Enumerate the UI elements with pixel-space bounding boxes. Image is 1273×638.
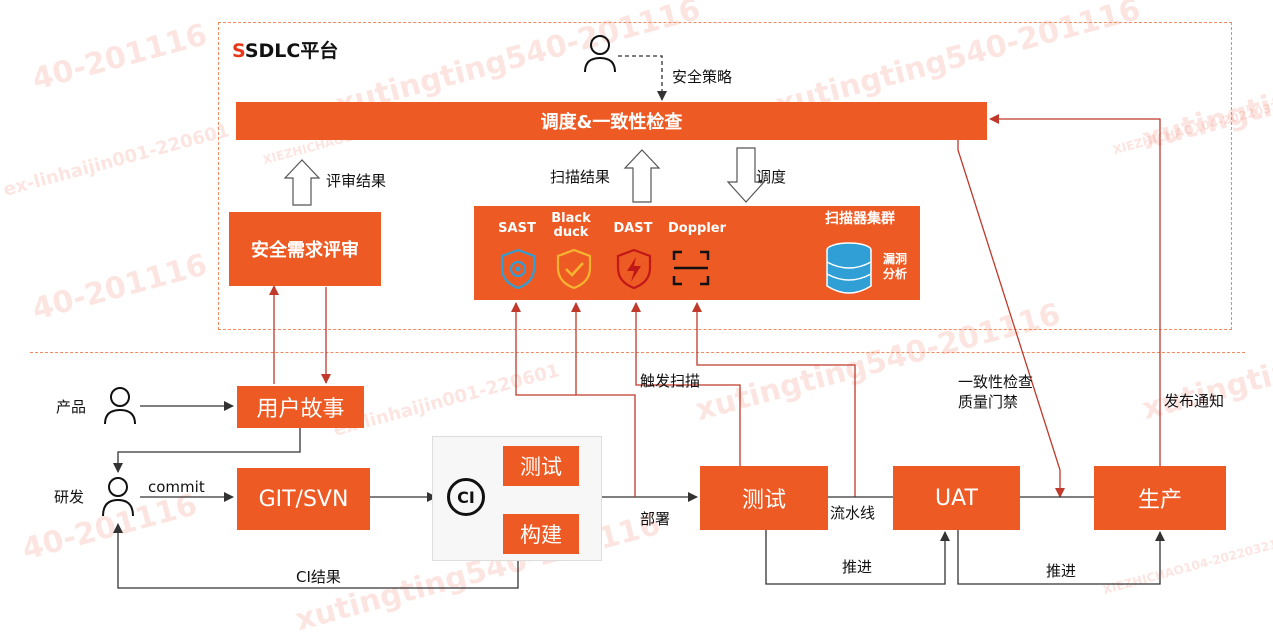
cluster-label: 扫描器集群 — [825, 211, 895, 227]
trigger-scan-label: 触发扫描 — [640, 372, 701, 390]
section-divider — [30, 352, 1245, 353]
push-label-1: 推进 — [842, 558, 873, 576]
ci-test-box[interactable]: 测试 — [503, 446, 579, 486]
stage-prod[interactable]: 生产 — [1094, 466, 1226, 530]
platform-title: SSDLC平台 — [232, 40, 339, 62]
tool-doppler[interactable]: Doppler — [667, 221, 727, 236]
product-label: 产品 — [56, 398, 87, 416]
dev-label: 研发 — [54, 488, 85, 506]
shield-lightning-icon — [616, 248, 652, 290]
stage-uat[interactable]: UAT — [893, 466, 1020, 530]
user-icon — [584, 35, 616, 73]
product-user-icon — [104, 387, 136, 425]
review-result-label: 评审结果 — [326, 172, 387, 190]
ci-icon: CI — [447, 478, 485, 516]
orchestrator-label: 调度&一致性检查 — [540, 112, 683, 133]
security-review-label: 安全需求评审 — [251, 240, 359, 261]
deploy-label: 部署 — [640, 510, 671, 528]
shield-check-icon — [556, 248, 592, 290]
sdlc-platform-frame — [218, 22, 1232, 330]
orchestrator-bar[interactable]: 调度&一致性检查 — [236, 102, 987, 140]
consistency-label: 一致性检查质量门禁 — [958, 373, 1034, 411]
tool-dast[interactable]: DAST — [613, 221, 653, 236]
pipeline-label: 流水线 — [830, 504, 876, 522]
database-icon — [826, 242, 872, 294]
commit-label: commit — [148, 478, 205, 496]
ci-result-label: CI结果 — [296, 568, 341, 586]
user-story-box[interactable]: 用户故事 — [237, 386, 364, 428]
connector-lines — [113, 55, 1165, 589]
stage-test[interactable]: 测试 — [700, 466, 828, 530]
scan-result-label: 扫描结果 — [550, 168, 611, 186]
security-review-box[interactable]: 安全需求评审 — [229, 212, 381, 286]
release-notice-label: 发布通知 — [1164, 392, 1225, 410]
vuln-analysis-label: 漏洞分析 — [882, 252, 907, 281]
shield-gear-icon — [500, 248, 536, 290]
push-label-2: 推进 — [1046, 562, 1077, 580]
scan-frame-icon — [672, 250, 710, 286]
tool-sast[interactable]: SAST — [498, 221, 536, 236]
git-svn-box[interactable]: GIT/SVN — [237, 468, 370, 530]
dev-user-icon — [102, 477, 134, 517]
dispatch-label: 调度 — [756, 168, 787, 186]
ci-build-box[interactable]: 构建 — [503, 514, 579, 554]
policy-label: 安全策略 — [672, 68, 733, 86]
